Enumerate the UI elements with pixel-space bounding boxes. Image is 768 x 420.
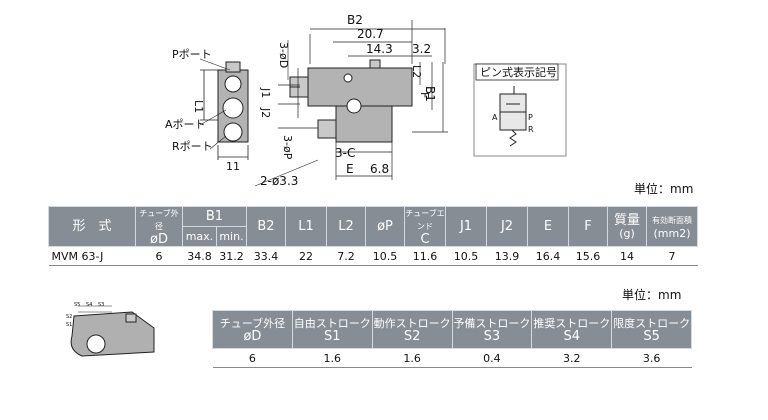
header-model: 形 式 (48, 206, 136, 247)
header-j2: J2 (486, 206, 528, 247)
cell-mass: 14 (607, 246, 647, 266)
dim-3c-label: 3-C (335, 146, 355, 160)
technical-drawing: Pポート Aポート Rポート L1 11 B2 20.7 14 (165, 13, 567, 188)
cell-j1: 10.5 (445, 246, 487, 266)
header-b2: B2 (246, 206, 286, 247)
cell-b1-max: 34.8 (182, 246, 217, 266)
header-b1-min: min. (215, 226, 248, 247)
dim-e-label: E (346, 162, 354, 176)
cell-b2: 33.4 (246, 246, 286, 266)
cell-od: 6 (135, 246, 183, 266)
header-l1: L1 (285, 206, 327, 247)
front-view (254, 20, 448, 187)
cell-area: 7 (646, 246, 698, 266)
stroke-cell-s2: 1.6 (372, 348, 452, 368)
cell-f: 15.6 (568, 246, 608, 266)
sketch-s3: S3 (98, 302, 104, 308)
port-a-label: Aポート (165, 118, 206, 131)
sketch-s4: S4 (86, 302, 92, 308)
header-b1-max: max. (182, 226, 217, 247)
cell-c: 11.6 (404, 246, 446, 266)
dim-j1-label: J1 (259, 87, 272, 98)
sketch-s1: S1 (66, 322, 72, 328)
cell-b1-min: 31.2 (216, 246, 247, 266)
dim-j2-label: J2 (259, 107, 272, 118)
cell-l1: 22 (285, 246, 327, 266)
dim-3od-label: 3-øD (277, 42, 290, 68)
side-view (199, 58, 249, 160)
header-f: F (568, 206, 608, 247)
dim-b2-label: B2 (347, 13, 363, 27)
unit-label: 単位：mm (634, 182, 694, 196)
dim-2o3-3-label: 2-ø3.3 (260, 174, 298, 188)
stroke-cell-s3: 0.4 (452, 348, 532, 368)
port-r-label: Rポート (172, 140, 213, 153)
cell-l2: 7.2 (326, 246, 366, 266)
header-mass: 質量(g) (607, 206, 647, 247)
dim-11-label: 11 (226, 160, 240, 173)
header-b1: B1 (182, 206, 247, 227)
dim-b1-label: B1 (423, 86, 437, 102)
dim-3-2-label: 3.2 (412, 42, 431, 56)
cell-e: 16.4 (527, 246, 569, 266)
dim-6-8-label: 6.8 (370, 162, 389, 176)
port-p-label: Pポート (172, 48, 212, 61)
sketch-s5: S5 (74, 302, 80, 308)
stroke-cell-od: 6 (212, 348, 293, 368)
header-e: E (527, 206, 569, 247)
cell-model: MVM 63-J (48, 246, 136, 266)
stroke-cell-s4: 3.2 (531, 348, 612, 368)
dim-l1-label: L1 (192, 100, 205, 113)
header-op: øP (365, 206, 405, 247)
dim-3op-label: 3-øP (281, 135, 294, 160)
table-row: MVM 63-J 6 34.8 31.2 33.4 22 7.2 10.5 11… (48, 246, 698, 266)
dim-f-label: F (418, 92, 431, 98)
symbol-p: P (528, 113, 533, 122)
stroke-cell-s1: 1.6 (292, 348, 373, 368)
symbol-a: A (492, 113, 498, 122)
stroke-unit-label: 単位：mm (622, 288, 682, 302)
symbol-title: ピン式表示記号 (480, 65, 557, 79)
table-row: 6 1.6 1.6 0.4 3.2 3.6 (212, 348, 692, 368)
header-j1: J1 (445, 206, 487, 247)
symbol-r: R (528, 125, 534, 134)
dim-l2-label: L2 (410, 65, 423, 78)
stroke-cell-s5: 3.6 (611, 348, 692, 368)
dim-20-7-label: 20.7 (357, 27, 384, 41)
sketch-s2: S2 (66, 314, 72, 320)
stroke-sketch: S5 S4 S3 S2 S1 (66, 302, 155, 357)
header-area: 有効断面積(mm2) (646, 206, 698, 247)
header-l2: L2 (326, 206, 366, 247)
symbol-box (473, 63, 567, 157)
cell-j2: 13.9 (486, 246, 528, 266)
dim-14-3-label: 14.3 (366, 42, 393, 56)
cell-op: 10.5 (365, 246, 405, 266)
